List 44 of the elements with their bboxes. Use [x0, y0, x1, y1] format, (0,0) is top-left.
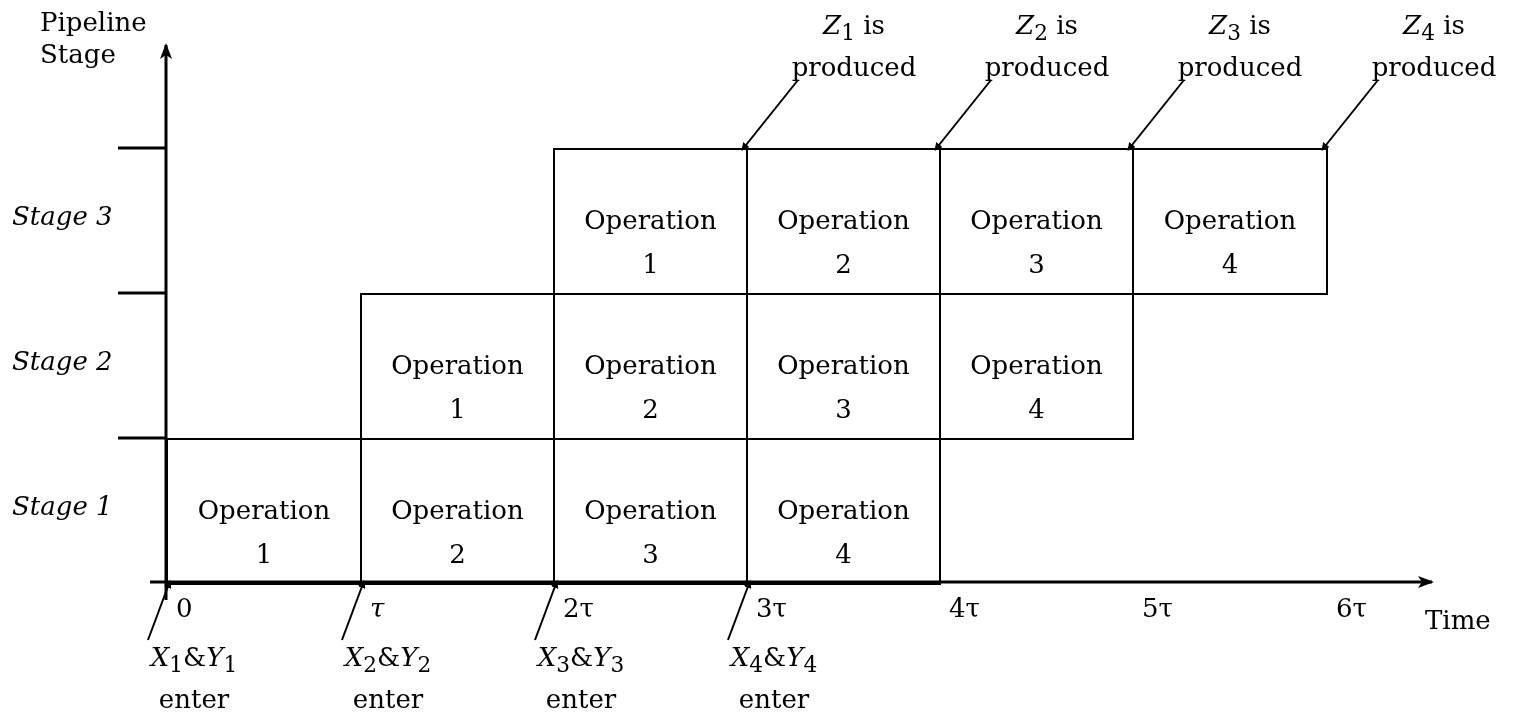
operation-label: Operation 3	[583, 494, 718, 571]
output-note: Z$_{1}$ is produced	[774, 8, 934, 85]
operation-cell	[360, 293, 555, 440]
operation-label: Operation 1	[583, 204, 718, 281]
input-note: X$_{4}$&Y$_{4}$ enter	[714, 640, 834, 712]
tick-label: 4τ	[949, 592, 980, 624]
tick-label: τ	[370, 592, 385, 624]
operation-label: Operation 4	[1162, 204, 1298, 281]
operation-label: Operation 3	[776, 349, 911, 426]
tick-label: 5τ	[1142, 592, 1173, 624]
tick-label: 2τ	[563, 592, 594, 624]
pointer-arrow	[341, 580, 366, 641]
pointer-arrow	[1321, 79, 1379, 151]
pointer-arrow	[741, 79, 799, 151]
operation-label: Operation 1	[196, 494, 332, 571]
pointer-arrow	[727, 580, 752, 641]
pointer-arrow	[1127, 79, 1185, 151]
operation-cell	[553, 148, 748, 295]
axis-title: Pipeline Stage	[40, 6, 148, 70]
operation-cell	[1132, 148, 1328, 295]
operation-label: Operation 2	[583, 349, 718, 426]
pointer-arrow	[147, 580, 172, 641]
input-note: X$_{1}$&Y$_{1}$ enter	[134, 640, 254, 712]
operation-cell	[166, 438, 362, 585]
operation-cell	[939, 293, 1134, 440]
tick-label: 3τ	[756, 592, 787, 624]
input-note: X$_{3}$&Y$_{3}$ enter	[521, 640, 641, 712]
operation-label: Operation 2	[776, 204, 911, 281]
input-note: X$_{2}$&Y$_{2}$ enter	[328, 640, 448, 712]
operation-label: Operation 4	[776, 494, 911, 571]
operation-label: Operation 1	[390, 349, 525, 426]
axis-title: Time	[1425, 604, 1491, 636]
pointer-arrow	[934, 79, 992, 151]
output-note: Z$_{2}$ is produced	[967, 8, 1127, 85]
stage-label: Stage 3	[12, 200, 113, 232]
tick-label: 0	[176, 592, 193, 624]
tick-label: 6τ	[1336, 592, 1367, 624]
pointer-arrow	[534, 580, 559, 641]
output-note: Z$_{4}$ is produced	[1354, 8, 1514, 85]
operation-label: Operation 4	[969, 349, 1104, 426]
stage-label: Stage 1	[12, 490, 113, 522]
output-note: Z$_{3}$ is produced	[1160, 8, 1320, 85]
operation-label: Operation 3	[969, 204, 1104, 281]
stage-label: Stage 2	[12, 345, 113, 377]
